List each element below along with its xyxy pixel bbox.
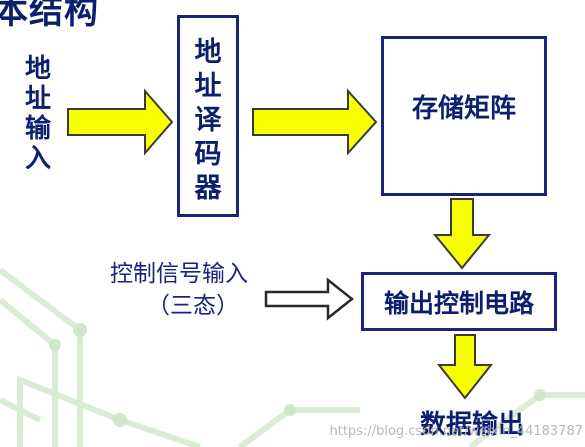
arrow-control-signal	[264, 277, 355, 321]
char: 码	[194, 139, 222, 170]
output-control-label: 输出控制电路	[383, 288, 534, 318]
char: 址	[24, 84, 51, 114]
char: 址	[194, 71, 222, 102]
control-signal-label: 控制信号输入	[110, 261, 248, 287]
data-output-label: 数据输出	[420, 410, 525, 440]
char: 地	[24, 54, 51, 84]
output-control-box: 输出控制电路	[361, 272, 557, 331]
char: 器	[194, 173, 222, 204]
arrow-matrix-to-output	[432, 198, 492, 270]
char: 地	[194, 37, 222, 68]
arrow-output-to-data	[436, 334, 494, 400]
address-input-label: 地址输入	[20, 54, 56, 174]
char: 译	[194, 105, 222, 136]
watermark: https://blog.csdn.net/weixin_44183787	[329, 424, 583, 439]
arrow-decoder-to-matrix	[252, 88, 378, 156]
storage-matrix-label: 存储矩阵	[411, 93, 516, 124]
tristate-label: （三态）	[147, 293, 239, 319]
decoder-label: 地址译码器	[180, 36, 236, 206]
storage-matrix-box: 存储矩阵	[381, 36, 547, 196]
arrow-address-to-decoder	[67, 88, 174, 156]
decoder-box: 地址译码器	[177, 15, 239, 217]
char: 入	[24, 144, 51, 174]
title-fragment: 本结构	[0, 0, 99, 32]
char: 输	[24, 114, 51, 144]
